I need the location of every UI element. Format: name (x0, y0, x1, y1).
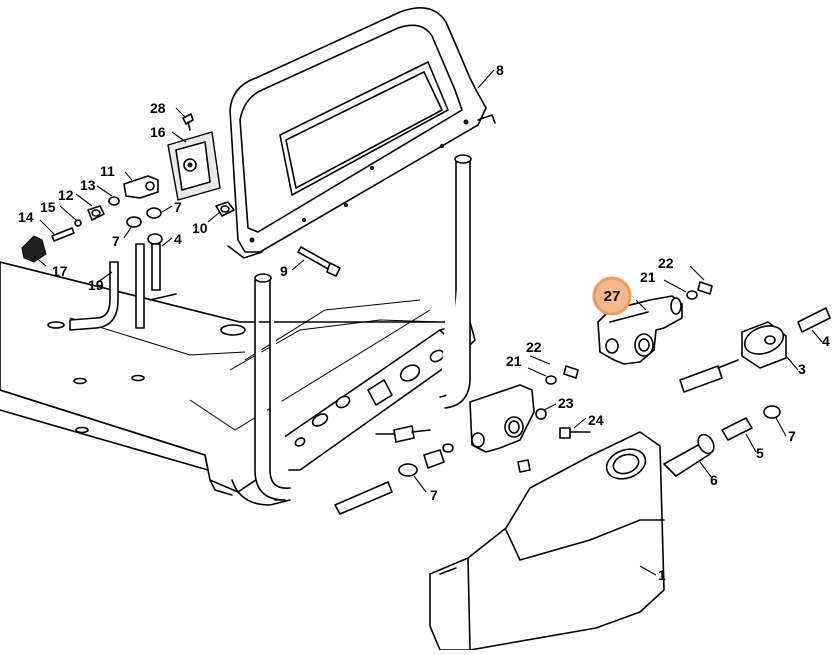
tank (429, 431, 665, 651)
callout-labels: 8 28 16 11 13 12 15 14 17 19 7 10 7 4 9 … (18, 62, 830, 583)
callout-21-b: 21 (640, 269, 656, 285)
callout-19: 19 (88, 277, 104, 293)
bolt-9 (297, 246, 341, 277)
leader-lines (33, 69, 823, 576)
callout-22-a: 22 (526, 339, 542, 355)
callout-24: 24 (588, 412, 604, 428)
center-manifold (334, 365, 591, 515)
callout-22-b: 22 (658, 255, 674, 271)
callout-8: 8 (496, 62, 504, 78)
callout-27-highlight: 27 (592, 276, 632, 316)
callout-6: 6 (710, 472, 718, 488)
callout-7-d: 7 (788, 428, 796, 444)
callout-4-b: 4 (822, 333, 830, 349)
callout-27: 27 (604, 288, 621, 305)
callout-15: 15 (40, 199, 56, 215)
callout-4-a: 4 (174, 231, 182, 247)
callout-7-a: 7 (174, 199, 182, 215)
callout-7-b: 7 (112, 233, 120, 249)
callout-3: 3 (798, 361, 806, 377)
callout-9: 9 (280, 263, 288, 279)
callout-12: 12 (58, 187, 74, 203)
handle-tubes (231, 154, 472, 506)
left-small-parts (21, 113, 235, 331)
handle-frame (227, 6, 496, 259)
callout-16: 16 (150, 124, 166, 140)
callout-10: 10 (192, 220, 208, 236)
right-parts (663, 307, 831, 477)
callout-11: 11 (100, 163, 115, 179)
callout-1: 1 (658, 567, 666, 583)
base-frame (0, 261, 476, 496)
callout-17: 17 (52, 263, 68, 279)
callout-23: 23 (558, 395, 574, 411)
callout-13: 13 (80, 177, 96, 193)
highlight-circle (592, 276, 632, 316)
callout-21-a: 21 (506, 353, 522, 369)
callout-5: 5 (756, 445, 764, 461)
callout-28: 28 (150, 100, 166, 116)
callout-14: 14 (18, 209, 34, 225)
callout-7-c: 7 (430, 487, 438, 503)
